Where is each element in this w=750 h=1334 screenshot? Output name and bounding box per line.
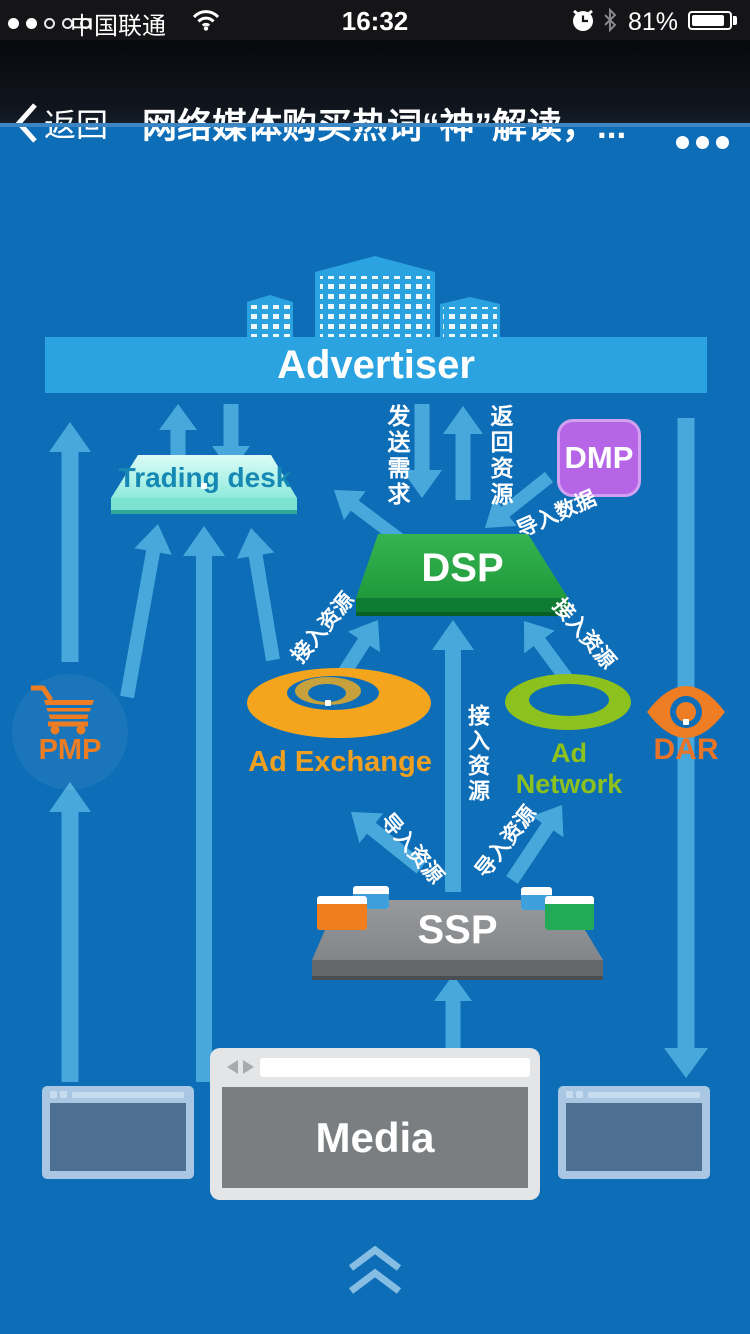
flow-label-send-demand: 发送需求 [384, 404, 410, 508]
alarm-clock-icon [573, 9, 593, 31]
flow-label-access-resource-center: 接入资源 [465, 704, 490, 804]
shopping-cart-icon [31, 685, 94, 735]
signal-strength-icon [8, 15, 98, 33]
clock-label: 16:32 [341, 6, 409, 36]
small-browser-window-right [558, 1086, 710, 1179]
advertiser-node: Advertiser [45, 337, 707, 393]
city-buildings-icon [247, 256, 500, 340]
browser-window-icon [317, 896, 367, 930]
arrow-ssp-to-dsp [432, 620, 474, 892]
highlight-dot [201, 483, 207, 489]
nav-divider [0, 123, 750, 127]
battery-icon [688, 11, 737, 30]
highlight-dot [683, 719, 689, 725]
pmp-circle [12, 674, 128, 790]
dsp-platform [356, 534, 568, 616]
address-bar [260, 1058, 530, 1077]
arrow-dsp-to-tradingdesk [334, 490, 407, 548]
ad-exchange-label: Ad Exchange [248, 746, 432, 778]
arrow-adexchange-to-tradingdesk [236, 528, 280, 662]
arrow-ssp-to-adnetwork [506, 805, 564, 884]
ad-exchange-disc-icon [247, 668, 431, 738]
scroll-up-chevron-icon[interactable] [346, 1246, 404, 1296]
browser-window-icon [521, 887, 552, 910]
arrow-adnetwork-to-dsp [524, 621, 578, 691]
pmp-label: PMP [38, 734, 102, 766]
ad-network-label: Ad Network [515, 738, 623, 799]
dmp-node: DMP [557, 419, 641, 497]
arrow-advertiser-to-dsp [402, 404, 442, 498]
small-browser-window-left [42, 1086, 194, 1179]
arrow-media-to-ssp [434, 975, 472, 1050]
forward-arrow-icon [243, 1060, 254, 1074]
trading-desk-label: Trading desk [118, 462, 292, 493]
ad-network-ring-icon [505, 674, 631, 730]
arrow-ssp-to-adexchange [351, 812, 426, 874]
arrow-pmp-to-advertiser [49, 422, 91, 662]
status-bar: 中国联通 16:32 81% [0, 0, 750, 40]
trading-desk-platform [111, 455, 297, 514]
arrow-advertiser-to-media [664, 418, 708, 1078]
dar-label: DAR [653, 733, 719, 766]
media-label: Media [315, 1113, 435, 1161]
arrow-pmp-to-tradingdesk [120, 524, 172, 699]
media-browser-window: Media [210, 1048, 540, 1200]
dsp-label: DSP [421, 546, 504, 590]
browser-window-icon [545, 896, 594, 930]
arrow-tradingdesk-to-advertiser [159, 404, 197, 468]
more-menu-button[interactable] [676, 136, 736, 149]
ssp-platform [312, 900, 603, 980]
battery-percent-label: 81% [628, 8, 679, 36]
bluetooth-icon [604, 8, 617, 32]
eye-icon [647, 686, 725, 738]
highlight-dot [325, 700, 331, 706]
ssp-label: SSP [417, 908, 498, 952]
back-arrow-icon [227, 1060, 238, 1074]
arrow-dmp-to-dsp [485, 471, 554, 528]
arrow-media-to-tradingdesk [183, 526, 225, 1082]
wifi-icon [192, 10, 220, 31]
carrier-label: 中国联通 [70, 13, 166, 40]
arrow-dsp-to-advertiser [443, 406, 483, 500]
flow-label-return-resource: 返回资源 [487, 404, 513, 508]
arrow-media-to-pmp [49, 782, 91, 1082]
